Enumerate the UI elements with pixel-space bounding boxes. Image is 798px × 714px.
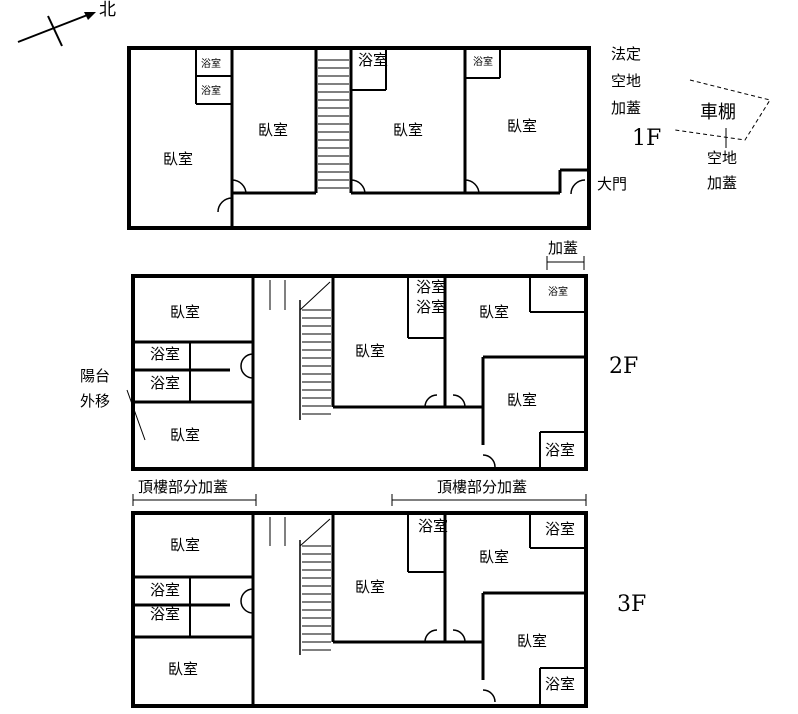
floor-2-walls [126,256,588,471]
f1-bath-label: 浴室 [201,59,221,70]
f1-room-label: 臥室 [258,121,289,139]
f3-bath-label: 浴室 [418,517,449,535]
floor-1-walls [127,46,591,230]
north-arrow-icon [17,12,96,47]
f2-balcony-note-line: 外移 [80,392,111,410]
f3-bath-label: 浴室 [150,605,181,623]
f3-bath-label: 浴室 [545,520,576,538]
floor-label-1f: 1F [632,126,662,151]
f1-room-label: 臥室 [507,117,538,135]
f1-legal-space-note-line: 加蓋 [611,99,642,117]
f1-legal-space-note-line: 法定 [611,45,642,63]
f1-legal-space-note-line: 空地 [611,72,642,90]
f2-room-label: 臥室 [355,342,386,360]
f2-bath-label: 浴室 [416,298,447,316]
floor-3-walls [131,494,588,708]
f3-bath-label: 浴室 [545,675,576,693]
floor-2-stairs [269,280,331,415]
floor-2-doors [240,353,496,468]
f2-room-label: 臥室 [170,303,201,321]
f3-room-label: 臥室 [517,632,548,650]
f1-bath-label: 浴室 [201,86,221,97]
north-label: 北 [99,0,116,20]
f1-bath-label: 浴室 [358,51,389,69]
f3-room-label: 臥室 [355,578,386,596]
f1-bath-label: 浴室 [473,57,493,68]
floor-1-doors [217,179,586,213]
floor-3-doors [240,588,496,703]
f3-rooftop-right-label: 頂樓部分加蓋 [437,478,528,496]
f2-bath-label: 浴室 [150,374,181,392]
f2-bath-label: 浴室 [548,287,568,298]
f1-room-label: 臥室 [163,150,194,168]
f2-room-label: 臥室 [507,391,538,409]
f3-room-label: 臥室 [170,536,201,554]
f2-balcony-note-line: 陽台 [80,367,111,385]
f1-room-label: 臥室 [393,121,424,139]
floor-3-stairs [269,517,331,651]
f1-gate-label: 大門 [597,175,628,193]
f2-bath-label: 浴室 [545,441,576,459]
floor-1-stairs [318,59,349,189]
f3-bath-label: 浴室 [150,581,181,599]
carport-sub-line: 加蓋 [707,174,738,192]
floor-label-2f: 2F [609,354,639,379]
f3-room-label: 臥室 [479,548,510,566]
carport-label: 車棚 [700,102,736,123]
f3-rooftop-left-label: 頂樓部分加蓋 [138,478,229,496]
f2-room-label: 臥室 [170,426,201,444]
carport-outline [674,79,771,148]
f3-room-label: 臥室 [168,660,199,678]
f2-room-label: 臥室 [479,303,510,321]
f2-bath-label: 浴室 [150,345,181,363]
floor-label-3f: 3F [617,592,647,617]
f2-bath-label: 浴室 [416,278,447,296]
carport-sub-line: 空地 [707,149,738,167]
f2-extension-label: 加蓋 [548,239,579,257]
